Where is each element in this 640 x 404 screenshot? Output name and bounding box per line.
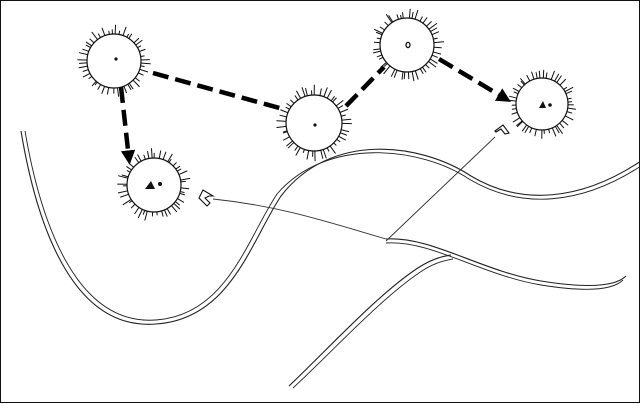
node-dot-icon [313, 123, 316, 126]
node-n4 [507, 70, 576, 138]
node-spike [324, 88, 328, 98]
node-spike [384, 65, 391, 73]
pointer-right-head-icon [495, 125, 509, 134]
edge-n1-n2 [153, 73, 283, 109]
edge-n3-n4 [439, 59, 506, 99]
edge-n2-n3 [346, 67, 384, 106]
node-dot-icon [548, 103, 552, 107]
pointer-left [199, 190, 386, 239]
node-n1 [78, 25, 150, 96]
node-n5 [118, 149, 190, 221]
curve-a [21, 131, 640, 324]
pointer-left-head-icon [199, 190, 213, 206]
node-n2 [277, 85, 352, 161]
edge-n1-n5 [121, 87, 129, 159]
curve-c [289, 255, 453, 388]
pointer-right [386, 125, 509, 241]
curve-b [386, 239, 626, 289]
node-spike [433, 42, 444, 43]
node-dot-icon [114, 57, 117, 60]
node-dot-icon [158, 182, 162, 186]
